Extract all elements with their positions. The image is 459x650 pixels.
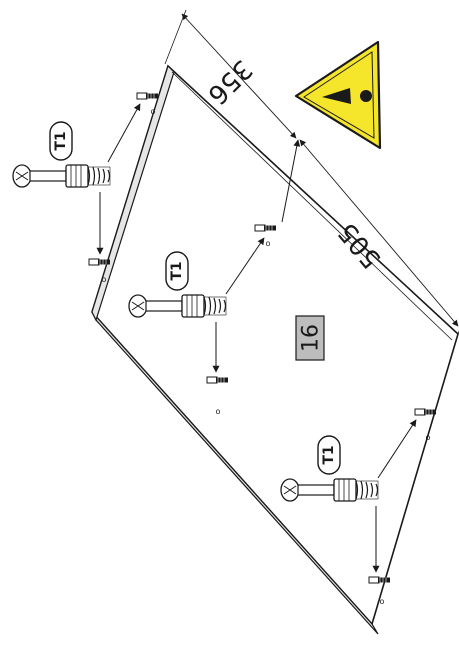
pre-drilled-hole-icon: o <box>216 407 221 416</box>
warning-triangle-icon <box>294 40 382 150</box>
pre-drilled-hole-icon: o <box>102 275 107 284</box>
dimension-width-label: 356 <box>201 53 257 109</box>
bolt-group-middle: T1 o o <box>128 139 301 416</box>
dimension-width-line <box>164 9 297 139</box>
svg-text:T1: T1 <box>169 261 185 280</box>
pre-drilled-hole-icon: o <box>426 433 431 442</box>
dimension-length-line <box>299 139 459 335</box>
step-number-text: 16 <box>299 324 324 352</box>
pre-drilled-hole-icon: o <box>266 239 271 248</box>
cam-bolt-icon <box>368 576 391 584</box>
pre-drilled-hole-icon: o <box>151 107 156 116</box>
svg-text:T1: T1 <box>53 131 69 150</box>
part-label-t1: T1 <box>317 435 341 475</box>
panel-board <box>91 64 459 635</box>
part-label-t1: T1 <box>165 251 189 291</box>
pre-drilled-hole-icon: o <box>380 597 385 606</box>
bolt-group-bottom: T1 o o <box>280 408 437 606</box>
cam-bolt-icon <box>12 164 111 188</box>
svg-text:T1: T1 <box>321 445 337 464</box>
cam-bolt-icon <box>88 258 111 266</box>
bolt-group-top: T1 o o <box>12 92 159 284</box>
cam-bolt-icon <box>136 92 159 100</box>
cam-bolt-icon <box>206 376 229 384</box>
cam-bolt-icon <box>414 408 437 416</box>
part-label-t1: T1 <box>49 121 73 161</box>
step-number-badge: 16 <box>295 315 325 361</box>
cam-bolt-icon <box>254 224 277 232</box>
